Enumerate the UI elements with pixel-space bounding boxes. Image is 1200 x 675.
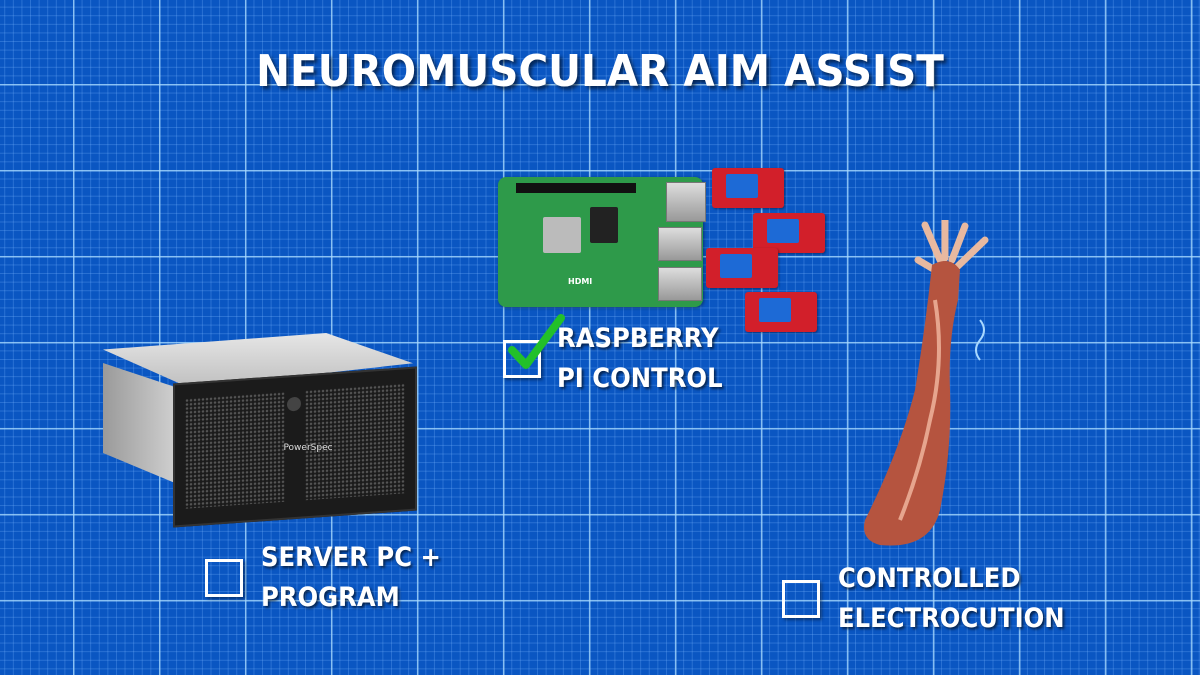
label-server-pc: SERVER PC + PROGRAM <box>261 538 441 618</box>
checkbox-electrocution[interactable] <box>782 580 820 618</box>
label-line: RASPBERRY <box>557 323 719 354</box>
page-title: NEUROMUSCULAR AIM ASSIST <box>256 46 944 97</box>
checkbox-server-pc[interactable] <box>205 559 243 597</box>
server-pc-image: PowerSpec <box>103 333 423 528</box>
hdmi-text: HDMI <box>568 277 593 286</box>
label-raspberry-pi: RASPBERRY PI CONTROL <box>557 319 723 399</box>
checkmark-icon <box>508 314 565 369</box>
label-line: PI CONTROL <box>557 363 723 394</box>
arm-muscles-image <box>864 220 989 546</box>
server-brand: PowerSpec <box>283 443 333 453</box>
relay-module <box>753 213 825 253</box>
label-electrocution: CONTROLLED ELECTROCUTION <box>838 559 1065 639</box>
label-line: ELECTROCUTION <box>838 603 1065 634</box>
label-line: SERVER PC + <box>261 542 441 573</box>
raspberry-pi-image: HDMI <box>498 177 706 307</box>
label-line: CONTROLLED <box>838 563 1021 594</box>
relay-module <box>706 248 778 288</box>
label-line: PROGRAM <box>261 582 400 613</box>
relay-module <box>712 168 784 208</box>
checkbox-raspberry-pi[interactable] <box>503 340 541 378</box>
relay-module <box>745 292 817 332</box>
